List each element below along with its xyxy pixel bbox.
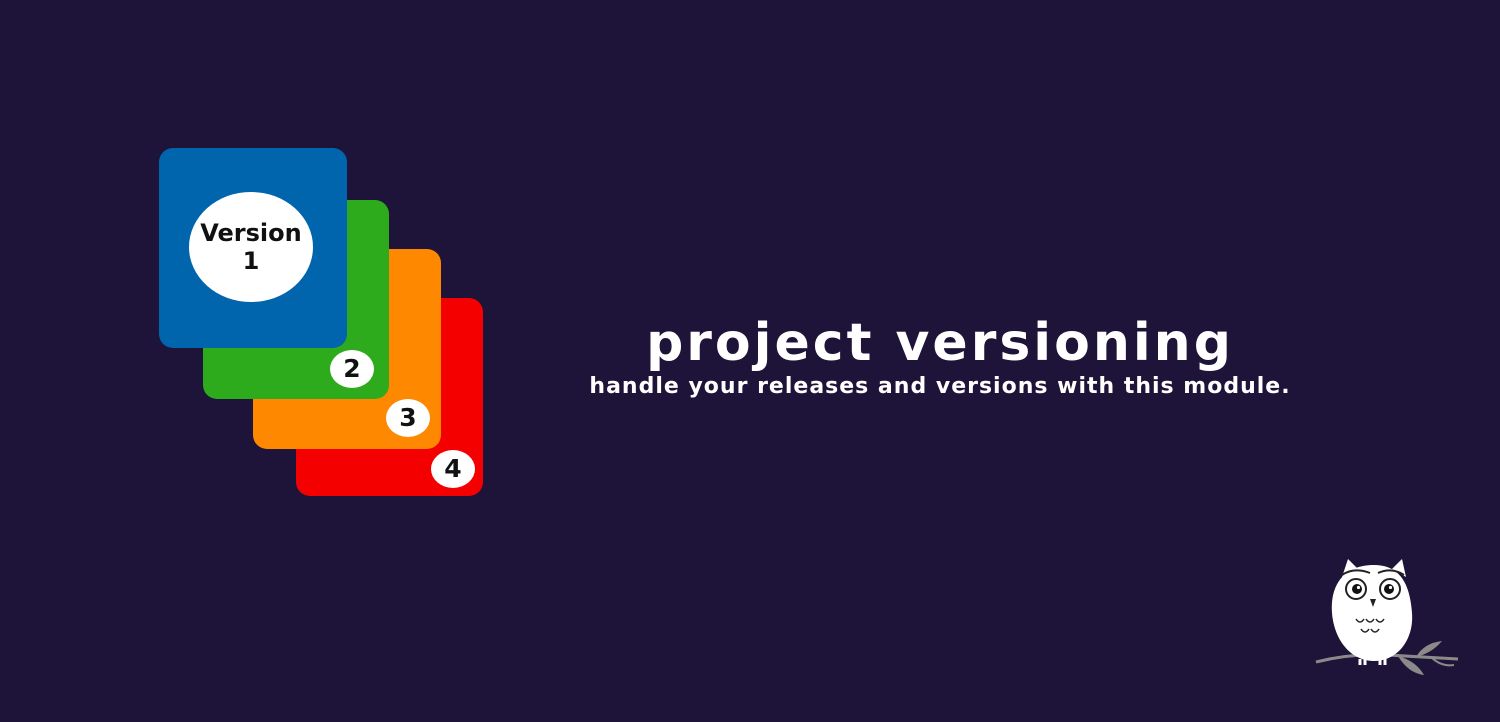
version-badge-4: 4 (431, 450, 475, 488)
version-label: Version (200, 219, 302, 247)
version-badge-2: 2 (330, 350, 374, 388)
version-badge-3: 3 (386, 399, 430, 437)
page-subtitle: handle your releases and versions with t… (589, 374, 1291, 399)
version-card-1: Version 1 (159, 148, 347, 348)
version-badge-1: Version 1 (189, 192, 313, 302)
owl-icon (1315, 559, 1459, 675)
version-number: 1 (242, 247, 260, 275)
page-title: project versioning (646, 313, 1234, 373)
